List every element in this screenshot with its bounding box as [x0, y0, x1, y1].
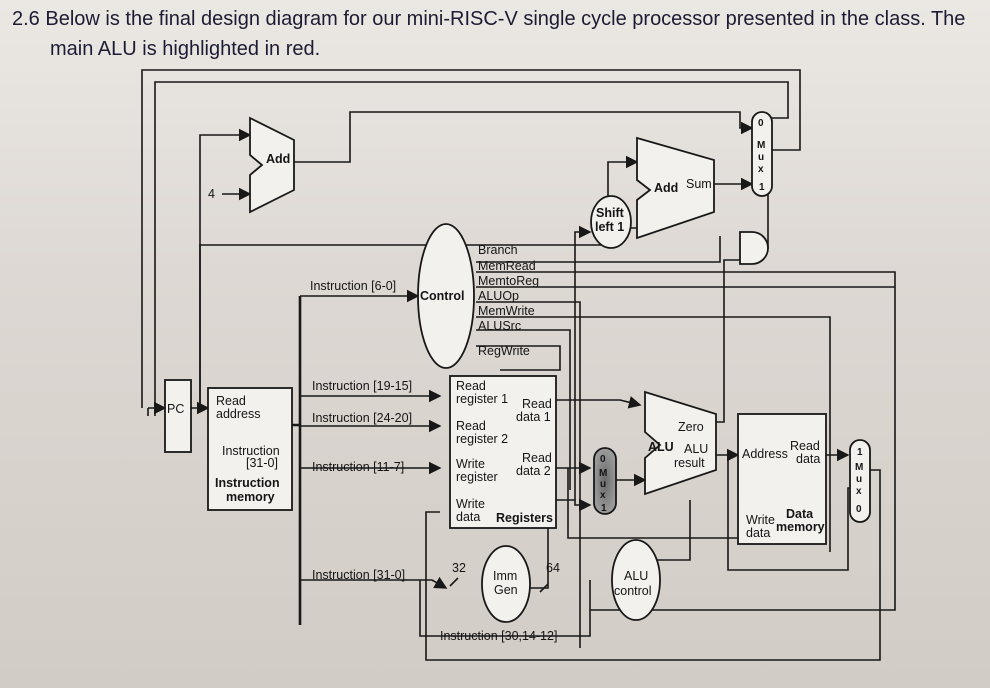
- imem-read-label: Read: [216, 394, 246, 408]
- question-number: 2.6: [12, 8, 40, 30]
- alusrc-mux-m: M: [599, 468, 607, 479]
- branch-adder-label: Add: [654, 181, 678, 195]
- dmem-title-2: memory: [776, 520, 825, 534]
- alu-label: ALU: [648, 440, 674, 454]
- imem-title-2: memory: [226, 490, 275, 504]
- reg-title: Registers: [496, 511, 553, 525]
- reg-register1-label: register 1: [456, 392, 508, 406]
- memtoreg-mux: 1 M u x 0: [849, 439, 871, 523]
- field-19-15: Instruction [19-15]: [312, 379, 412, 393]
- field-6-0: Instruction [6-0]: [310, 279, 396, 293]
- pc-mux-zero: 0: [758, 118, 764, 129]
- imm-gen-label-2: Gen: [494, 583, 518, 597]
- shift-label-2: left 1: [595, 220, 624, 234]
- main-alu: Zero ALU ALU result: [644, 390, 717, 496]
- signal-branch: Branch: [478, 243, 518, 257]
- imm-in-bits: 32: [452, 561, 466, 575]
- imm-gen: Imm Gen 32 64: [449, 545, 560, 623]
- pc-mux: 0 M u x 1: [751, 111, 773, 197]
- dmem-title-1: Data: [786, 507, 814, 521]
- reg-data2-label: data 2: [516, 464, 551, 478]
- alusrc-mux-zero: 0: [600, 454, 606, 465]
- alusrc-mux: 0 M u x 1: [593, 447, 617, 515]
- wb-mux-x: x: [856, 486, 862, 497]
- instruction-memory: Read address Instruction [31-0] Instruct…: [207, 387, 293, 511]
- imem-title-1: Instruction: [215, 476, 280, 490]
- alu-control: ALU control: [611, 539, 661, 621]
- branch-adder: Add Sum: [636, 136, 715, 240]
- alu-label-2: ALU: [684, 442, 708, 456]
- signal-memread: MemRead: [478, 259, 536, 273]
- signal-memwrite: MemWrite: [478, 304, 535, 318]
- wb-mux-u: u: [856, 474, 862, 485]
- signal-alusrc: ALUSrc: [478, 319, 521, 333]
- control-unit: Control Branch MemRead MemtoReg ALUOp Me…: [417, 223, 539, 369]
- imem-instruction-label: Instruction: [222, 444, 280, 458]
- reg-write-data-label-2: data: [456, 510, 480, 524]
- pc-adder-label: Add: [266, 152, 290, 166]
- dmem-address-label: Address: [742, 447, 788, 461]
- field-30-14-12: Instruction [30,14-12]: [440, 629, 557, 643]
- pc-register: PC: [164, 379, 192, 453]
- wires: [141, 69, 896, 661]
- data-memory: Address Read data Write data Data memory: [737, 413, 827, 545]
- pc-label: PC: [167, 402, 184, 416]
- field-11-7: Instruction [11-7]: [312, 460, 404, 474]
- dmem-read-label: Read: [790, 439, 820, 453]
- signal-regwrite: RegWrite: [478, 344, 530, 358]
- wb-mux-one: 1: [857, 447, 863, 458]
- imm-out-bits: 64: [546, 561, 560, 575]
- imm-gen-label-1: Imm: [493, 569, 517, 583]
- pc-mux-u: u: [758, 152, 764, 163]
- pc-adder: Add 4: [208, 116, 295, 214]
- register-file: Read register 1 Read data 1 Read registe…: [449, 375, 557, 529]
- question-line1: Below is the final design diagram for ou…: [45, 8, 966, 30]
- shift-left-unit: Shift left 1: [590, 195, 632, 249]
- shift-label-1: Shift: [596, 206, 625, 220]
- reg-read-data-label: Read: [522, 397, 552, 411]
- imem-address-label: address: [216, 407, 260, 421]
- alusrc-mux-one: 1: [601, 503, 607, 514]
- field-31-0: Instruction [31-0]: [312, 568, 405, 582]
- reg-data1-label: data 1: [516, 410, 551, 424]
- pc-mux-x: x: [758, 164, 764, 175]
- reg-write-data-label-1: Write: [456, 497, 485, 511]
- alusrc-mux-x: x: [600, 490, 606, 501]
- reg-write-register-label: register: [456, 470, 498, 484]
- branch-adder-sum: Sum: [686, 177, 712, 191]
- question-line2: main ALU is highlighted in red.: [50, 38, 321, 60]
- reg-read-1-label: Read: [456, 379, 486, 393]
- alusrc-mux-u: u: [600, 479, 606, 490]
- constant-four: 4: [208, 187, 215, 201]
- wb-mux-m: M: [855, 462, 863, 473]
- and-gate: [739, 231, 769, 265]
- signal-aluop: ALUOp: [478, 289, 519, 303]
- question-text: 2.6 Below is the final design diagram fo…: [12, 4, 984, 64]
- control-label: Control: [420, 289, 464, 303]
- imem-instruction-range: [31-0]: [246, 456, 278, 470]
- dmem-data-label: data: [796, 452, 820, 466]
- reg-register2-label: register 2: [456, 432, 508, 446]
- pc-mux-m: M: [757, 140, 765, 151]
- alu-control-label-1: ALU: [624, 569, 648, 583]
- pc-mux-one: 1: [759, 182, 765, 193]
- alu-zero-label: Zero: [678, 420, 704, 434]
- reg-read-2-label: Read: [456, 419, 486, 433]
- instruction-fields: Instruction [6-0] Instruction [19-15] In…: [310, 279, 557, 643]
- alu-result-label: result: [674, 456, 705, 470]
- dmem-write-data-label: data: [746, 526, 770, 540]
- dmem-write-label: Write: [746, 513, 775, 527]
- reg-read-data2-label: Read: [522, 451, 552, 465]
- field-24-20: Instruction [24-20]: [312, 411, 412, 425]
- reg-write-label: Write: [456, 457, 485, 471]
- wb-mux-zero: 0: [856, 504, 862, 515]
- alu-control-label-2: control: [614, 584, 652, 598]
- signal-memtoreg: MemtoReg: [478, 274, 539, 288]
